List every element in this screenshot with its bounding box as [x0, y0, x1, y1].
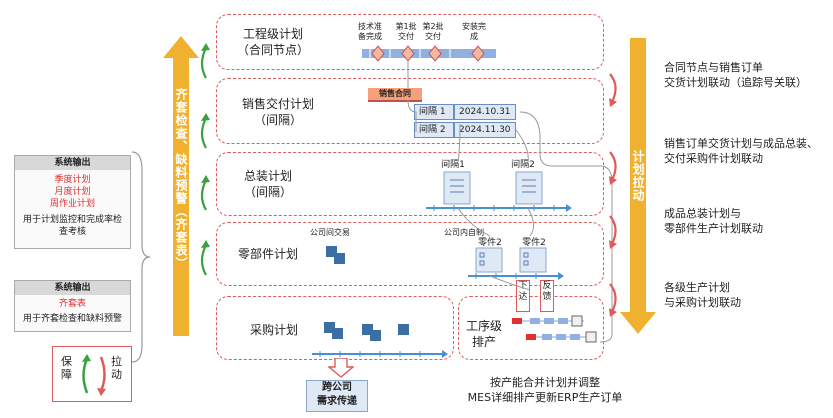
milestone-label: 第1批交付: [395, 22, 417, 41]
parts-block-icon: [326, 246, 345, 264]
doc-label: 零件2: [522, 238, 546, 248]
box-header: 系统输出: [15, 156, 130, 170]
plan-item: 周作业计划: [49, 199, 95, 209]
level-parts: [216, 222, 604, 286]
left-arrow-label: 齐套检查、缺料预警（齐套表）: [174, 88, 188, 270]
plan-item: 月度计划: [54, 187, 91, 197]
sales-contract-tag: 销售合同: [368, 88, 422, 102]
milestone-label: 技术准备完成: [358, 22, 382, 41]
assembly-docs-icon: [426, 171, 572, 212]
legend-pull-label: 拉动: [111, 355, 122, 381]
down-arrow-icon: [620, 38, 656, 334]
process-scheduling-box: [458, 296, 604, 360]
assembly-title: 总装计划 （间隔）: [243, 169, 292, 199]
linkage-note: 成品总装计划与 零部件生产计划联动: [664, 207, 763, 235]
interval-date: 2024.11.30: [454, 122, 516, 138]
interval-date: 2024.10.31: [454, 104, 516, 120]
milestone-timeline-icon: [362, 45, 496, 62]
linkage-note: 各级生产计划 与采购计划联动: [664, 281, 741, 309]
linkage-note: 销售订单交货计划与成品总装、 交付采购件计划联动: [664, 137, 818, 165]
box-description: 用于计划监控和完成率检查考核: [22, 215, 122, 237]
doc-label: 间隔1: [441, 160, 465, 170]
interval-name: 间隔 2: [414, 122, 454, 138]
up-arrow-icon: [163, 36, 199, 336]
kitting-item: 齐套表: [58, 299, 86, 309]
process-title: 工序级 排产: [465, 319, 502, 349]
level-sales-delivery: [216, 78, 604, 144]
issue-down-label: 下达: [516, 280, 530, 312]
level-assembly: [216, 152, 604, 216]
feedback-label: 反馈: [540, 280, 554, 312]
legend-box: 保障 拉动: [52, 346, 132, 402]
box-header: 系统输出: [15, 281, 130, 295]
milestone-label: 第2批交付: [422, 22, 444, 41]
connector-lines-icon: [407, 60, 613, 343]
legend-support-label: 保障: [61, 355, 72, 381]
parts-docs-icon: [468, 247, 564, 280]
cross-company-demand-box: 跨公司 需求传递: [306, 380, 368, 412]
down-block-arrow-icon: [328, 358, 354, 378]
table-row: 间隔 1 2024.10.31: [414, 104, 516, 120]
system-output-box-plans: 系统输出 季度计划 月度计划 周作业计划 用于计划监控和完成率检查考核: [14, 155, 131, 249]
procurement-title: 采购计划: [249, 323, 298, 337]
inhouse-label: 公司内自制: [444, 228, 484, 237]
pull-arcs-icon: [609, 73, 617, 317]
doc-label: 零件2: [478, 238, 502, 248]
engineering-title: 工程级计划 （合同节点）: [236, 27, 309, 57]
milestone-label: 安装完成: [462, 22, 486, 41]
legend-arrows-icon: [82, 354, 106, 396]
box-description: 用于齐套检查和缺料预警: [22, 314, 122, 324]
bottom-note: 按产能合并计划并调整 MES详细排产更新ERP生产订单: [467, 376, 623, 404]
plan-item: 季度计划: [54, 175, 91, 185]
interval-table: 间隔 1 2024.10.31 间隔 2 2024.11.30: [414, 104, 516, 138]
support-arcs-icon: [200, 43, 210, 276]
intercompany-label: 公司间交易: [310, 228, 350, 237]
linkage-note: 合同节点与销售订单 交货计划联动（追踪号关联）: [664, 61, 807, 89]
procurement-icon: [312, 322, 448, 358]
level-engineering: [216, 14, 604, 70]
doc-label: 间隔2: [511, 160, 535, 170]
system-output-box-kitting: 系统输出 齐套表 用于齐套检查和缺料预警: [14, 280, 131, 332]
process-chain-icon: [512, 315, 597, 343]
sales-delivery-title: 销售交付计划 （间隔）: [241, 97, 314, 127]
bracket-icon: [131, 151, 151, 363]
table-row: 间隔 2 2024.11.30: [414, 122, 516, 138]
parts-title: 零部件计划: [237, 247, 298, 261]
right-arrow-label: 计划拉动: [631, 150, 645, 202]
